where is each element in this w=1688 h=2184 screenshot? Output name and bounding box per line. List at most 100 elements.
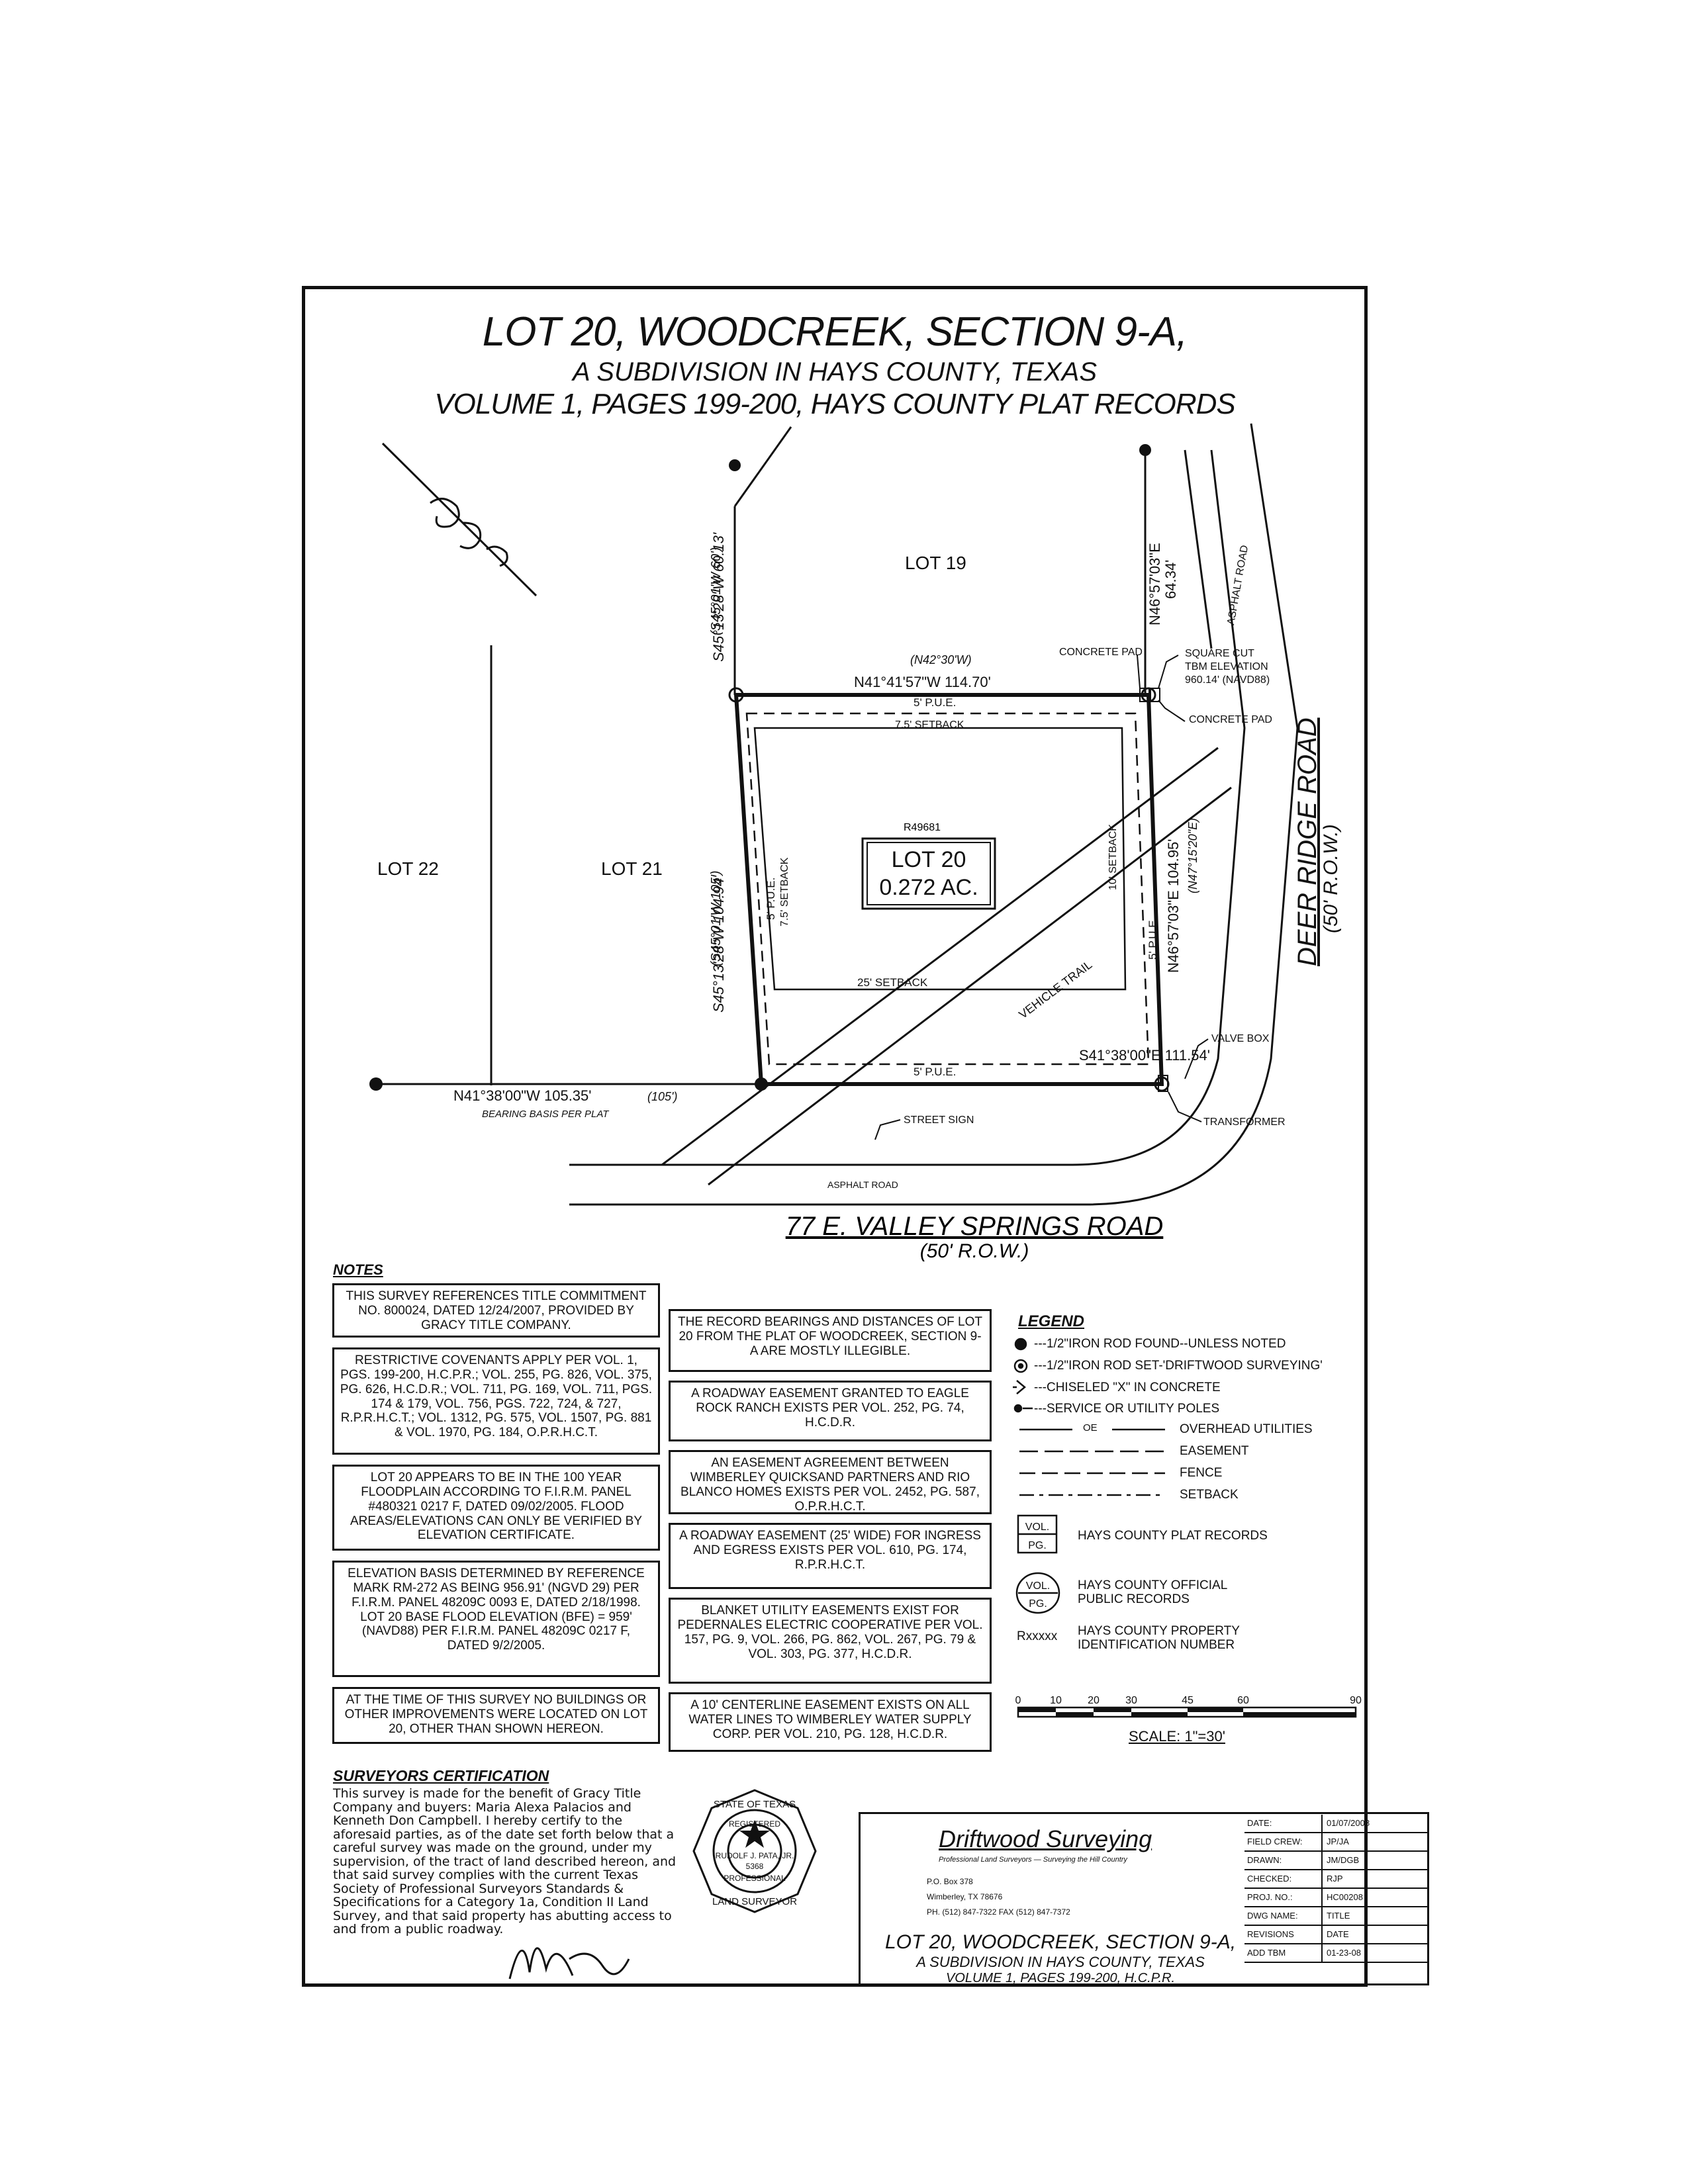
legend-property-symbol: Rxxxxx [1017, 1629, 1058, 1643]
iron-rod-found [1139, 444, 1151, 456]
title-line-3: VOLUME 1, PAGES 199-200, HAYS COUNTY PLA… [434, 388, 1235, 420]
lot-20-boundary [733, 693, 1164, 1086]
lot-20-label: LOT 20 [892, 847, 966, 872]
legend-setback: SETBACK [1180, 1488, 1239, 1502]
scale-tick-0: 0 [1015, 1695, 1021, 1706]
field-project-number: PROJ. NO.:HC00208 [1244, 1889, 1427, 1907]
legend-property-id-2: IDENTIFICATION NUMBER [1078, 1638, 1235, 1652]
legend-overhead-utilities: OVERHEAD UTILITIES [1180, 1422, 1313, 1436]
legend-fence: FENCE [1180, 1466, 1223, 1480]
firm-address-1: P.O. Box 378 [927, 1877, 973, 1886]
lot-21-label: LOT 21 [601, 858, 663, 879]
note-box: An easement agreement between Wimberley … [669, 1450, 992, 1514]
legend-iron-rod-set: ---1/2"IRON ROD SET-'DRIFTWOOD SURVEYING… [1034, 1359, 1323, 1373]
vehicle-trail-edge [708, 786, 1232, 1186]
lot-20-area: 0.272 AC. [879, 875, 978, 900]
bearing-basis: BEARING BASIS PER PLAT [482, 1109, 610, 1120]
scale-tick-45: 45 [1182, 1695, 1194, 1706]
note-box: At the time of this survey no buildings … [332, 1687, 660, 1744]
legend-vol-symbol: VOL. [1025, 1522, 1049, 1533]
scale-tick-10: 10 [1050, 1695, 1062, 1706]
note-box: A roadway easement (25' wide) for ingres… [669, 1523, 992, 1589]
pue-easement [745, 712, 1150, 1066]
valley-springs-row: (50' R.O.W.) [920, 1240, 1029, 1262]
pue-north-label: 5' P.U.E. [914, 696, 956, 709]
note-box: A 10' centerline easement exists on all … [669, 1692, 992, 1752]
east-call: N46°57'03"E 104.95' [1165, 839, 1182, 973]
leader-line [1168, 1091, 1202, 1122]
legend-oe-symbol: OE [1083, 1422, 1098, 1433]
north-call-record: (N42°30'W) [910, 653, 972, 666]
iron-rod-set [728, 687, 744, 703]
legend-vol-symbol-2: VOL. [1026, 1580, 1050, 1592]
title-line-2: A SUBDIVISION IN HAYS COUNTY, TEXAS [572, 357, 1098, 387]
deer-ridge-road-label: DEER RIDGE ROAD [1293, 717, 1322, 966]
pue-east-label: 5' P.U.E. [1147, 917, 1159, 960]
note-box: This survey references title commitment … [332, 1283, 660, 1338]
legend-chiseled-x: ---CHISELED "X" IN CONCRETE [1034, 1381, 1221, 1394]
tree-icon [381, 442, 538, 597]
legend-official-records: HAYS COUNTY OFFICIAL [1078, 1578, 1228, 1592]
east-call-record: (N47°15'20"E) [1186, 818, 1199, 893]
field-dwg-name: DWG NAME:TITLE [1244, 1907, 1427, 1926]
scale-tick-90: 90 [1350, 1695, 1362, 1706]
field-drawn: DRAWN:JM/DGB [1244, 1852, 1427, 1870]
scale-tick-30: 30 [1125, 1695, 1137, 1706]
scale-bar [1017, 1706, 1357, 1718]
asphalt-road-south-label: ASPHALT ROAD [827, 1179, 898, 1190]
project-line-3: VOLUME 1, PAGES 199-200, H.C.P.R. [945, 1971, 1176, 1985]
concrete-pad-marker [1150, 688, 1160, 702]
legend-pg-symbol: PG. [1028, 1540, 1047, 1551]
road-edge-inner [569, 449, 1246, 1166]
southwest-record: (105') [647, 1090, 677, 1103]
west-upper-record: (S45°01'W 60') [709, 547, 724, 635]
certification-text: This survey is made for the benefit of G… [333, 1786, 677, 1937]
vehicle-trail-edge [661, 747, 1219, 1166]
notes-heading: NOTES [333, 1261, 383, 1278]
legend-pg-symbol-2: PG. [1029, 1598, 1047, 1610]
setback-east-label: 10' SETBACK [1107, 824, 1119, 890]
scale-tick-20: 20 [1088, 1695, 1100, 1706]
note-box: Blanket utility easements exist for Pede… [669, 1598, 992, 1684]
scale-tick-60: 60 [1237, 1695, 1249, 1706]
drawing-border [302, 286, 1368, 1987]
concrete-pad-marker [1139, 688, 1150, 702]
surveyor-seal [692, 1789, 817, 1913]
note-box: A roadway easement granted to Eagle Rock… [669, 1381, 992, 1441]
field-crew: FIELD CREW:JP/JA [1244, 1833, 1427, 1852]
west-call: S45°13'28"W 104.94' [710, 875, 727, 1013]
firm-phone: PH. (512) 847-7322 FAX (512) 847-7372 [927, 1907, 1070, 1917]
title-line-1: LOT 20, WOODCREEK, SECTION 9-A, [482, 309, 1188, 355]
property-id: R49681 [904, 822, 941, 833]
square-cut-label-2: TBM ELEVATION [1185, 661, 1268, 672]
concrete-pad-label: CONCRETE PAD [1059, 647, 1143, 658]
field-date: DATE:01/07/2008 [1244, 1815, 1427, 1833]
pue-south-label: 5' P.U.E. [914, 1066, 956, 1078]
seal-name: RUDOLF J. PATA, JR. [716, 1851, 794, 1860]
north-call: N41°41'57"W 114.70' [854, 674, 991, 690]
seal-registered: REGISTERED [729, 1819, 780, 1829]
setback-west-label: 7.5' SETBACK [779, 857, 790, 927]
leader-line [1158, 700, 1186, 722]
field-checked: CHECKED:RJP [1244, 1870, 1427, 1889]
seal-professional: PROFESSIONAL [724, 1874, 786, 1883]
square-cut-label-3: 960.14' (NAVD88) [1185, 674, 1270, 686]
road-edge-outer [569, 423, 1299, 1206]
legend-plat-records: HAYS COUNTY PLAT RECORDS [1078, 1529, 1268, 1543]
signature [508, 1947, 630, 1979]
southwest-call: N41°38'00"W 105.35' [453, 1087, 591, 1104]
seal-land-surveyor: LAND SURVEYOR [712, 1896, 797, 1907]
firm-tagline: Professional Land Surveyors — Surveying … [939, 1856, 1127, 1864]
setback-south-label: 25' SETBACK [857, 976, 928, 989]
transformer-marker [1158, 1075, 1168, 1092]
lot-22-label: LOT 22 [377, 858, 439, 879]
leader-line [1184, 1038, 1209, 1079]
leader-line [1137, 655, 1141, 689]
concrete-pad-label-2: CONCRETE PAD [1189, 714, 1272, 725]
leader-line [874, 1119, 901, 1140]
legend-utility-poles: ---SERVICE OR UTILITY POLES [1034, 1402, 1220, 1416]
legend-heading: LEGEND [1018, 1312, 1085, 1330]
transformer-label: TRANSFORMER [1203, 1116, 1286, 1128]
